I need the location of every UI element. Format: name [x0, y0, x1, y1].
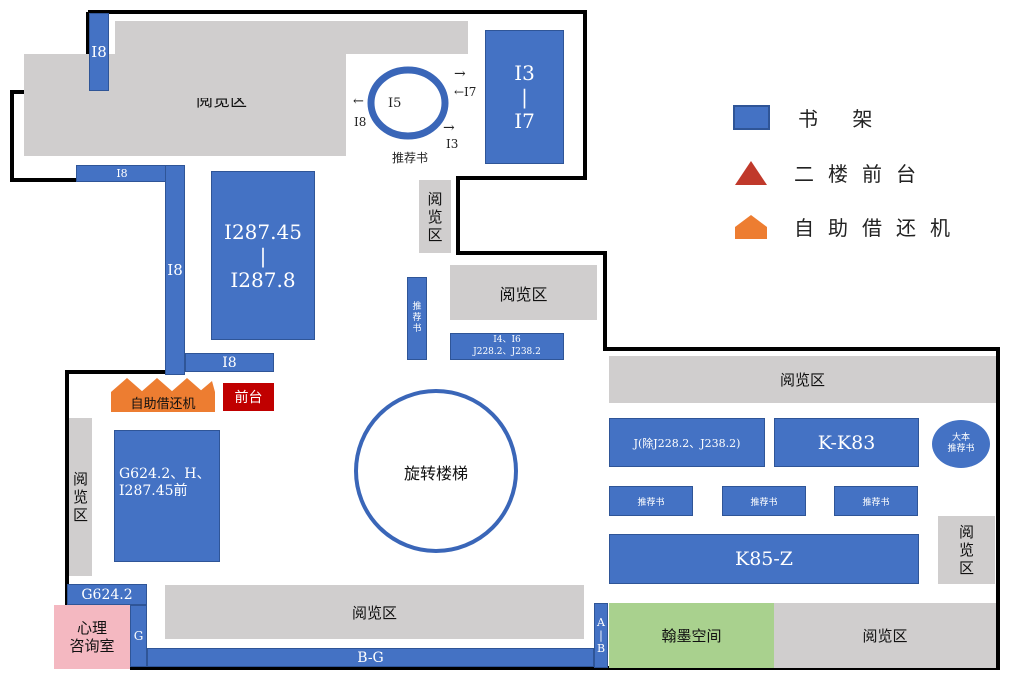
reading-area-left: 阅 览 区: [69, 418, 92, 576]
shelf-i3-i7: I3 | I7: [485, 30, 564, 164]
self-service-machines: [111, 378, 215, 412]
shelf-recommend-3: 推荐书: [834, 486, 918, 516]
shelf-i8-lower: I8: [185, 353, 274, 372]
recommend-ring: [367, 66, 449, 140]
legend-self-service-label: 自助借还机: [794, 216, 964, 240]
reading-area-bottom-right: 阅览区: [774, 603, 996, 668]
reading-area-right-small: 阅 览 区: [938, 516, 995, 584]
shelf-k85-z: K85-Z: [609, 534, 919, 584]
front-desk: 前台: [223, 383, 274, 411]
shelf-i287: I287.45 | I287.8: [211, 171, 315, 340]
shelf-k-k83: K-K83: [774, 418, 919, 467]
reading-area-bottom-middle: 阅览区: [165, 585, 584, 639]
shelf-recommend-2: 推荐书: [722, 486, 806, 516]
reading-area-right-top: 阅览区: [609, 356, 996, 403]
spiral-stairs-label: 旋转楼梯: [403, 464, 468, 483]
shelf-g624-h: G624.2、H、 I287.45前: [114, 430, 220, 562]
ring-center-label: I5: [388, 96, 402, 111]
shelf-i8-horizontal: I8: [76, 165, 168, 182]
shelf-j: J(除J228.2、J238.2): [609, 418, 765, 467]
shelf-g624-2: G624.2: [67, 584, 147, 605]
ring-caption: 推荐书: [392, 151, 429, 165]
shelf-g-vertical: G: [130, 605, 147, 667]
ring-i3-arrow: →: [443, 120, 455, 136]
shelf-large-recommend: 大本 推荐书: [932, 420, 990, 468]
shelf-recommend-vertical: 推 荐 书: [407, 277, 427, 360]
shelf-i4-i6: I4、I6 J228.2、J238.2: [450, 333, 564, 360]
spiral-stairs-circle: [354, 389, 518, 553]
reading-area-center-right: 阅览区: [450, 265, 597, 320]
ring-i3-label: I3: [446, 137, 459, 151]
self-service-label: 自助借还机: [130, 396, 196, 412]
ring-i8-arrow: ←: [353, 94, 364, 109]
legend-shelf-icon: [733, 105, 770, 130]
ring-i7-arrow: ←I7: [454, 85, 477, 99]
shelf-recommend-1: 推荐书: [609, 486, 693, 516]
shelf-i8-vertical: I8: [165, 165, 185, 375]
shelf-a-b: A | B: [594, 603, 608, 668]
counseling-room: 心理 咨询室: [54, 605, 130, 669]
shelf-i8-top: I8: [89, 13, 109, 91]
legend-self-service: 自助借还机: [733, 212, 964, 241]
shelf-b-g: B-G: [147, 648, 594, 667]
hanmo-space: 翰墨空间: [609, 603, 774, 668]
reading-area-top-upper: [115, 54, 346, 98]
legend-front-desk: 二楼前台: [733, 158, 930, 187]
reading-area-top-strip: [115, 21, 468, 54]
ring-i8-label: I8: [354, 115, 367, 129]
ring-top-arrow: →: [454, 66, 466, 82]
legend-triangle-icon: [735, 160, 767, 185]
legend-shelf: 书 架: [733, 103, 886, 132]
reading-area-center-narrow: 阅 览 区: [419, 180, 451, 253]
legend-front-desk-label: 二楼前台: [794, 162, 930, 186]
legend-pentagon-icon: [735, 214, 767, 239]
legend-shelf-label: 书 架: [798, 107, 887, 131]
